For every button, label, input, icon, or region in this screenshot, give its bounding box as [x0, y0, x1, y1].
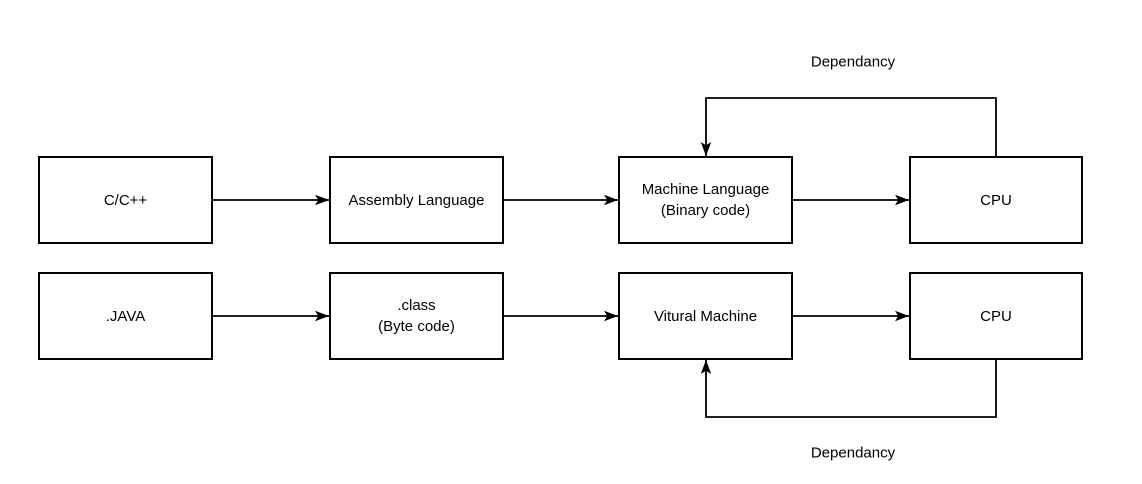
node-c-cpp-label: C/C++: [103, 191, 148, 209]
edge-dependancy-top-loop: [700, 97, 997, 156]
node-vitural-machine-label: Vitural Machine: [653, 307, 758, 325]
node-assembly-language: Assembly Language: [329, 156, 504, 244]
node-class-bytecode-label: .class (Byte code): [378, 297, 455, 335]
node-cpu-top: CPU: [909, 156, 1083, 244]
dependancy-bottom-label: Dependancy: [810, 444, 896, 462]
node-cpu-bottom: CPU: [909, 272, 1083, 360]
node-machine-language-label: Machine Language (Binary code): [641, 181, 770, 219]
node-class-bytecode: .class (Byte code): [329, 272, 504, 360]
node-java: .JAVA: [38, 272, 213, 360]
node-vitural-machine: Vitural Machine: [618, 272, 793, 360]
node-machine-language: Machine Language (Binary code): [618, 156, 793, 244]
node-c-cpp: C/C++: [38, 156, 213, 244]
node-assembly-language-label: Assembly Language: [348, 191, 485, 209]
node-cpu-bottom-label: CPU: [980, 307, 1012, 325]
dependancy-top-label: Dependancy: [810, 53, 896, 71]
node-java-label: .JAVA: [105, 307, 146, 325]
node-cpu-top-label: CPU: [980, 191, 1012, 209]
edge-dependancy-bottom-loop: [700, 360, 997, 418]
